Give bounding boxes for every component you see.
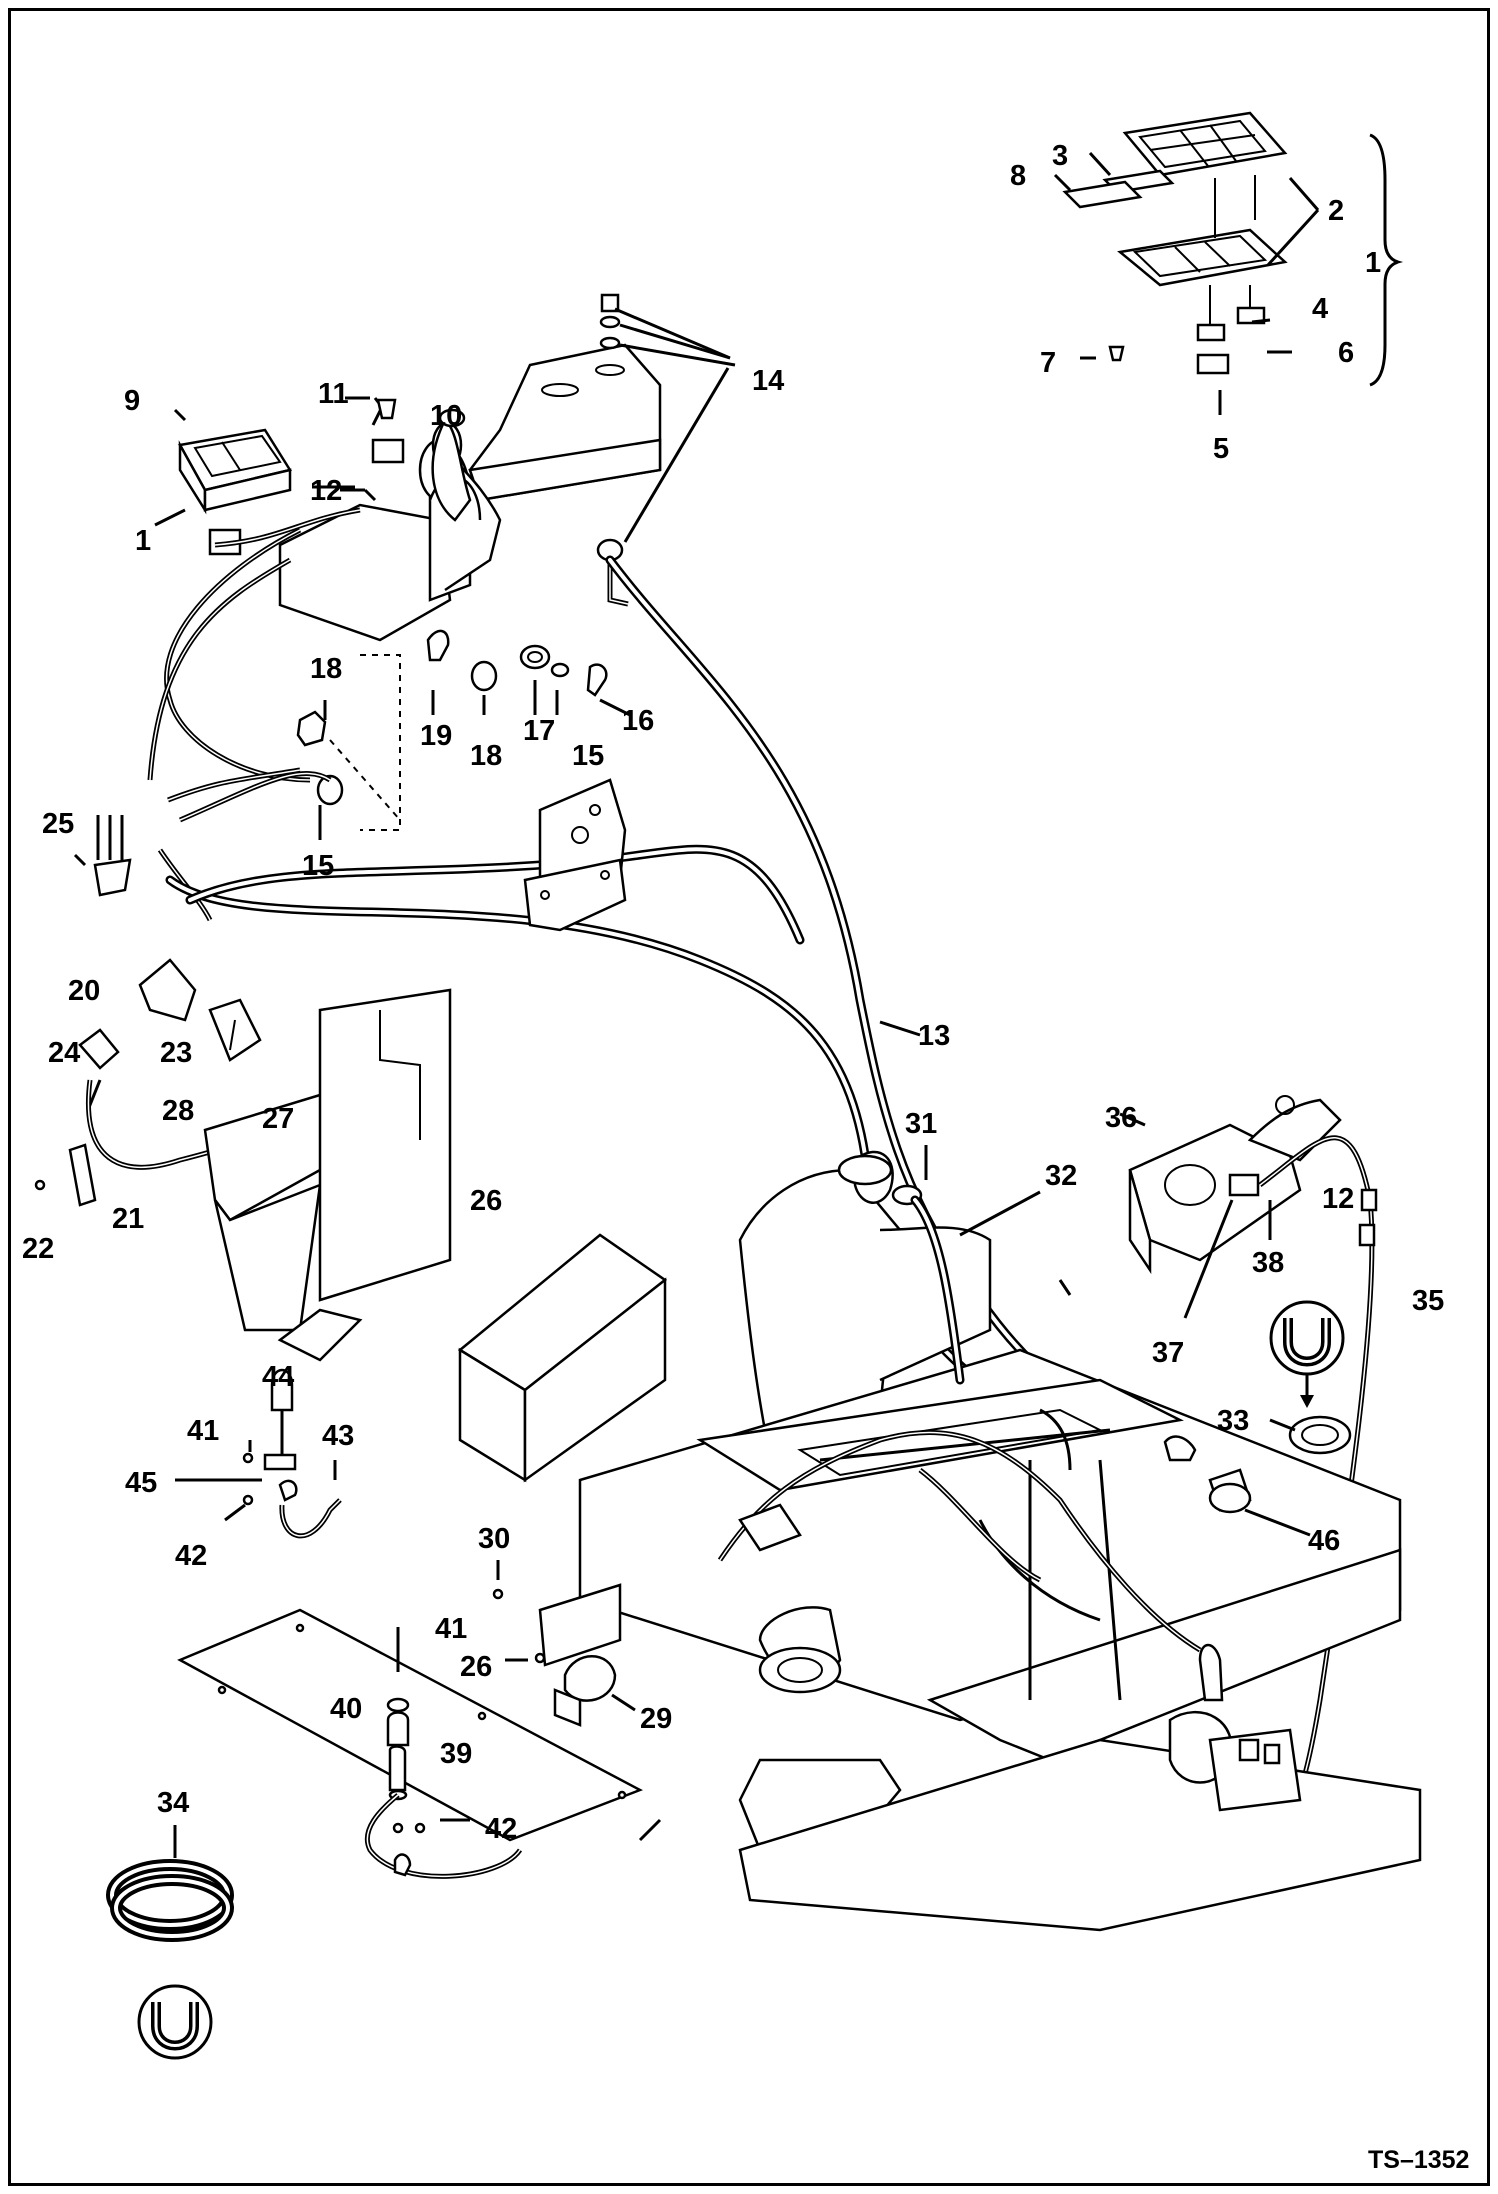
callout-18: 18: [470, 740, 502, 772]
callout-13: 13: [918, 1020, 950, 1052]
switch-panel-exploded-view: [1062, 111, 1404, 415]
callout-35: 35: [1412, 1285, 1444, 1317]
fuel-tank-area: [837, 1145, 1352, 1537]
callout-10: 10: [430, 400, 462, 432]
callout-33: 33: [1217, 1405, 1249, 1437]
callout-12: 12: [1322, 1183, 1354, 1215]
callout-40: 40: [330, 1693, 362, 1725]
callout-9: 9: [124, 385, 140, 417]
callout-24: 24: [48, 1037, 80, 1069]
callout-15: 15: [572, 740, 604, 772]
callout-45: 45: [125, 1467, 157, 1499]
callout-19: 19: [420, 720, 452, 752]
callout-20: 20: [68, 975, 100, 1007]
callout-26: 26: [460, 1651, 492, 1683]
left-side-panel-assembly: [34, 958, 452, 1362]
callout-11: 11: [318, 378, 349, 410]
machine-frame: [578, 1150, 1422, 1932]
callout-37: 37: [1152, 1337, 1184, 1369]
battery-cover: [457, 1233, 668, 1483]
callout-34: 34: [157, 1787, 189, 1819]
callout-6: 6: [1338, 337, 1354, 369]
callout-14: 14: [752, 365, 784, 397]
callout-18: 18: [310, 653, 342, 685]
callout-23: 23: [160, 1037, 192, 1069]
callout-42: 42: [485, 1813, 517, 1845]
u-symbol-icon: [137, 1984, 213, 2060]
callout-4: 4: [1312, 293, 1328, 325]
callout-7: 7: [1040, 347, 1056, 379]
callout-1: 1: [1365, 247, 1381, 279]
callout-31: 31: [905, 1108, 937, 1140]
floor-plate: [177, 1608, 644, 1879]
callout-28: 28: [162, 1095, 194, 1127]
callout-8: 8: [1010, 160, 1026, 192]
operator-control-console: [154, 293, 736, 642]
callout-44: 44: [262, 1361, 294, 1393]
callout-25: 25: [42, 808, 74, 840]
callout-15: 15: [302, 850, 334, 882]
callout-41: 41: [435, 1613, 467, 1645]
boom-bracket: [1128, 1095, 1378, 1812]
callout-27: 27: [262, 1103, 294, 1135]
lower-light-assembly: [175, 1368, 342, 1539]
mounting-plate: [523, 778, 627, 932]
callout-17: 17: [523, 715, 555, 747]
callout-38: 38: [1252, 1247, 1284, 1279]
horn-assembly: [492, 1560, 636, 1727]
drawing-number: TS–1352: [1368, 2146, 1469, 2174]
callout-41: 41: [187, 1415, 219, 1447]
callout-43: 43: [322, 1420, 354, 1452]
tubing-coil: [106, 1825, 234, 1942]
callout-12: 12: [310, 475, 342, 507]
callout-32: 32: [1045, 1160, 1077, 1192]
callout-46: 46: [1308, 1525, 1340, 1557]
callout-1: 1: [135, 525, 151, 557]
loose-hardware-parts: [296, 629, 631, 840]
callout-36: 36: [1105, 1102, 1137, 1134]
callout-2: 2: [1328, 195, 1344, 227]
callout-16: 16: [622, 705, 654, 737]
callout-22: 22: [22, 1233, 54, 1265]
callout-42: 42: [175, 1540, 207, 1572]
callout-30: 30: [478, 1523, 510, 1555]
u-symbol-icon: [1269, 1300, 1345, 1408]
leader-lines: [638, 151, 1320, 1842]
callout-26: 26: [470, 1185, 502, 1217]
callout-3: 3: [1052, 140, 1068, 172]
callout-labels: 1 1 2 3 4 5 6 7 8 9 10 11 12 12 13 14 15…: [22, 140, 1444, 1845]
callout-21: 21: [112, 1203, 144, 1235]
callout-39: 39: [440, 1738, 472, 1770]
callout-29: 29: [640, 1703, 672, 1735]
callout-5: 5: [1213, 433, 1229, 465]
